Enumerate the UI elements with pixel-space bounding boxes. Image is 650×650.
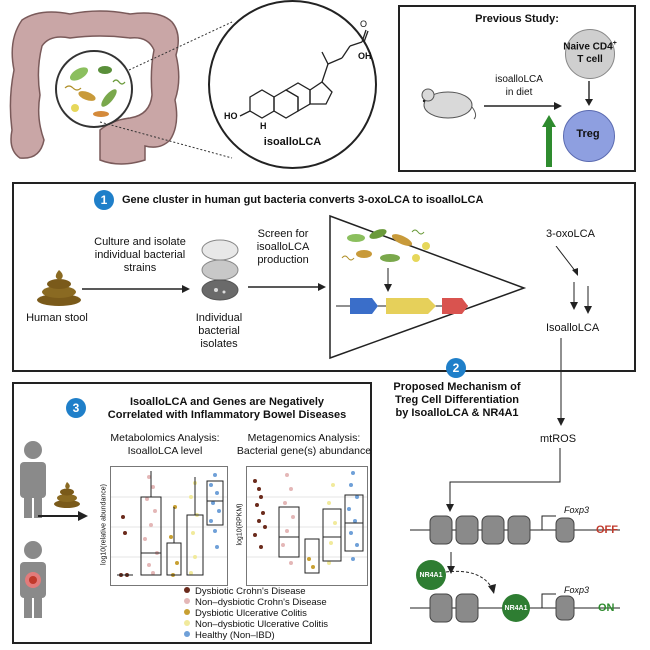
gene-cluster-triangle — [328, 214, 528, 365]
sample-arrow — [38, 511, 88, 521]
diet-label: isoalloLCA in diet — [495, 74, 543, 98]
legend-dot — [184, 587, 190, 593]
metagenomics-plot-svg — [247, 471, 367, 574]
stool-small-icon — [52, 482, 82, 513]
legend-item: Dysbiotic Crohn's Disease — [184, 586, 306, 597]
conversion-arrows — [555, 246, 592, 314]
mtros-label: mtROS — [540, 433, 577, 445]
culture-arrow — [82, 285, 190, 293]
nr4a1-free-label: NR4A1 — [419, 572, 443, 579]
diet-arrow — [484, 102, 562, 110]
legend-item: Healthy (Non–IBD) — [184, 630, 275, 641]
h-atom: H — [260, 121, 267, 131]
mouse-icon — [410, 81, 480, 126]
nr4a1-free — [416, 560, 446, 590]
intestine-illustration — [0, 0, 200, 175]
metabolomics-plot — [110, 466, 228, 586]
panel-2-number: 2 — [446, 358, 466, 378]
legend-item: Dysbiotic Ulcerative Colitis — [184, 608, 307, 619]
screen-arrow — [248, 283, 326, 291]
ho-atom: HO — [224, 111, 238, 121]
disease-legend: Dysbiotic Crohn's Disease Non–dysbiotic … — [184, 586, 370, 644]
legend-dot — [184, 631, 190, 637]
panel-1-number: 1 — [94, 190, 114, 210]
oxo-lca-label: 3-oxoLCA — [546, 228, 595, 240]
panel-3-number: 3 — [66, 398, 86, 418]
nr4a1-bound — [502, 594, 530, 622]
foxp3-on-label: Foxp3 — [564, 585, 590, 595]
oh-atom: OH — [358, 51, 372, 61]
mtros-pathway-arrow — [446, 448, 561, 512]
legend-dot — [184, 609, 190, 615]
on-transition-arrow — [447, 552, 455, 574]
metabolomics-ylabel: log10(relative abundance) — [100, 484, 108, 565]
treg-cell — [563, 110, 615, 162]
metabolomics-title: Metabolomics Analysis: IsoalloLCA level — [110, 432, 220, 457]
molecule-circle: OH O HO H isoalloLCA — [208, 0, 377, 169]
panel-2-title: Proposed Mechanism of Treg Cell Differen… — [393, 381, 521, 419]
legend-item: Non–dysbiotic Crohn's Disease — [184, 597, 327, 608]
bacteria-magnifier — [55, 50, 133, 128]
panel-3-title: IsoalloLCA and Genes are Negatively Corr… — [107, 396, 347, 421]
isoallo-lca-label: IsoalloLCA — [546, 322, 600, 334]
molecule-label: isoalloLCA — [263, 136, 322, 148]
nr4a1-binding-arrow — [445, 570, 496, 594]
treg-label: Treg — [576, 128, 600, 140]
panel-1: 1 Gene cluster in human gut bacteria con… — [12, 182, 636, 372]
person-healthy-icon — [16, 440, 50, 525]
screen-label: Screen for isoalloLCA production — [256, 228, 310, 266]
legend-item: Non–dysbiotic Ulcerative Colitis — [184, 619, 328, 630]
o-atom: O — [360, 19, 368, 29]
isoallo-to-mtros-arrow — [557, 338, 565, 426]
isolates-plates-icon — [198, 234, 242, 319]
stool-icon — [34, 266, 84, 311]
magnifier-connector-lines — [99, 21, 233, 159]
nr4a1-bound-label: NR4A1 — [504, 605, 528, 612]
increase-arrow — [542, 115, 556, 167]
differentiation-arrow — [585, 81, 593, 106]
chromatin-on — [410, 588, 620, 633]
legend-dot — [184, 620, 190, 626]
human-stool-label: Human stool — [26, 312, 88, 324]
metagenomics-ylabel: log10(RPKM) — [236, 503, 244, 546]
metabolomics-plot-svg — [111, 471, 227, 577]
metagenomics-plot — [246, 466, 368, 586]
culture-label: Culture and isolate individual bacterial… — [94, 236, 186, 274]
naive-t-cell — [565, 29, 615, 79]
off-label: OFF — [596, 524, 618, 536]
naive-t-cell-label: Naive CD4+ T cell — [563, 40, 617, 66]
panel-3: 3 IsoalloLCA and Genes are Negatively Co… — [12, 382, 372, 644]
metagenomics-title: Metagenomics Analysis: Bacterial gene(s)… — [236, 432, 372, 457]
person-ibd-icon — [16, 540, 50, 625]
legend-dot — [184, 598, 190, 604]
foxp3-off-label: Foxp3 — [564, 505, 590, 515]
on-label: ON — [598, 602, 615, 614]
isolates-label: Individual bacterial isolates — [195, 312, 243, 350]
panel-1-title: Gene cluster in human gut bacteria conve… — [122, 194, 484, 206]
previous-study-title: Previous Study: — [475, 13, 559, 25]
chromatin-off — [410, 510, 620, 555]
previous-study-panel: Previous Study: isoalloLCA in diet Naive… — [398, 5, 636, 172]
